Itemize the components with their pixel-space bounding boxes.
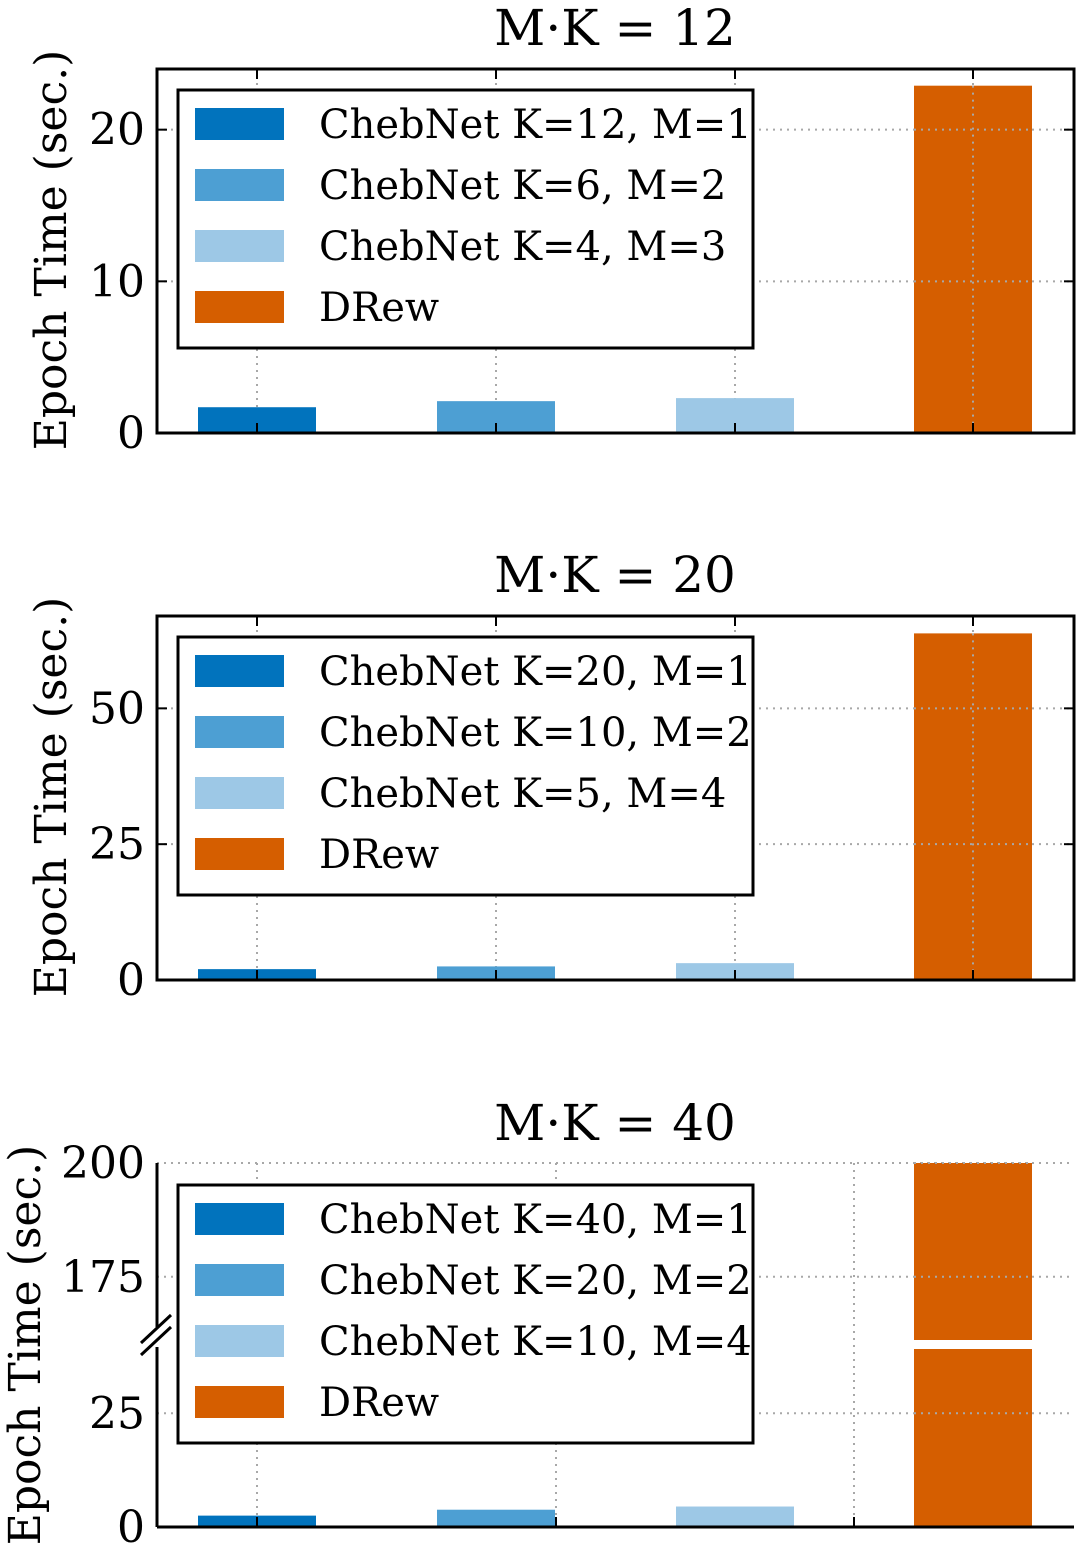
y-tick-label: 200 bbox=[61, 1138, 145, 1189]
y-tick-label: 0 bbox=[117, 955, 145, 1006]
legend-swatch-1-1 bbox=[195, 108, 284, 140]
y-tick-label: 0 bbox=[117, 408, 145, 459]
legend-swatch-1-3 bbox=[195, 230, 284, 262]
legend-swatch-2-4 bbox=[195, 838, 284, 870]
legend-label-3-2: ChebNet K=20, M=2 bbox=[319, 1258, 752, 1304]
legend-swatch-2-2 bbox=[195, 716, 284, 748]
y-tick-label: 20 bbox=[89, 105, 145, 156]
axis-break-mark bbox=[139, 1313, 173, 1345]
y-tick-label: 25 bbox=[89, 819, 145, 870]
bar-3-2 bbox=[437, 1509, 555, 1527]
title-3: M·K = 40 bbox=[494, 1094, 736, 1152]
bar-break-gap bbox=[913, 1340, 1033, 1349]
legend-label-2-2: ChebNet K=10, M=2 bbox=[319, 710, 752, 756]
legend-label-1-1: ChebNet K=12, M=1 bbox=[319, 102, 752, 148]
legend-label-2-3: ChebNet K=5, M=4 bbox=[319, 771, 726, 817]
legend-label-1-4: DRew bbox=[319, 285, 439, 331]
bar-3-3 bbox=[676, 1506, 794, 1527]
ylabel-3: Epoch Time (sec.) bbox=[0, 1145, 51, 1546]
legend-label-1-2: ChebNet K=6, M=2 bbox=[319, 163, 726, 209]
title-2: M·K = 20 bbox=[494, 546, 736, 604]
axes-frame-2 bbox=[155, 614, 1076, 982]
ylabel-1: Epoch Time (sec.) bbox=[26, 50, 77, 451]
legend-swatch-3-1 bbox=[195, 1203, 284, 1235]
y-tick-label: 10 bbox=[89, 256, 145, 307]
legend-label-3-3: ChebNet K=10, M=4 bbox=[319, 1319, 752, 1365]
legend-swatch-3-4 bbox=[195, 1386, 284, 1418]
legend-label-2-1: ChebNet K=20, M=1 bbox=[319, 649, 752, 695]
legend-swatch-2-1 bbox=[195, 655, 284, 687]
legend-label-1-3: ChebNet K=4, M=3 bbox=[319, 224, 726, 270]
legend-label-3-1: ChebNet K=40, M=1 bbox=[319, 1197, 752, 1243]
y-tick-label: 175 bbox=[61, 1252, 145, 1303]
axis-break-mark bbox=[139, 1325, 173, 1357]
legend-swatch-1-2 bbox=[195, 169, 284, 201]
y-tick-label: 50 bbox=[89, 683, 145, 734]
legend-label-3-4: DRew bbox=[319, 1380, 439, 1426]
y-tick-label: 0 bbox=[117, 1502, 145, 1553]
legend-label-2-4: DRew bbox=[319, 832, 439, 878]
legend-swatch-2-3 bbox=[195, 777, 284, 809]
ylabel-2: Epoch Time (sec.) bbox=[26, 597, 77, 998]
legend-swatch-1-4 bbox=[195, 291, 284, 323]
legend-swatch-3-2 bbox=[195, 1264, 284, 1296]
axes-frame-1 bbox=[155, 67, 1076, 435]
legend-swatch-3-3 bbox=[195, 1325, 284, 1357]
title-1: M·K = 12 bbox=[494, 0, 736, 57]
y-tick-label: 25 bbox=[89, 1388, 145, 1439]
